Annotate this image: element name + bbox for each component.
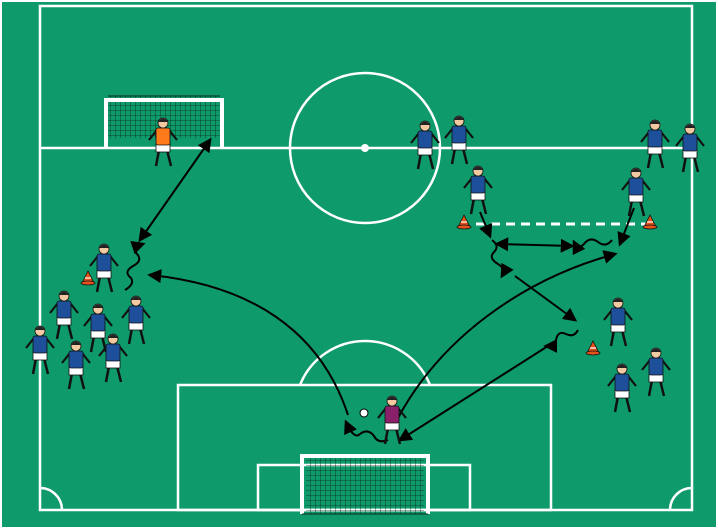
- bottom-goal: [302, 456, 428, 514]
- centre-spot: [361, 144, 369, 152]
- ball: [360, 409, 368, 417]
